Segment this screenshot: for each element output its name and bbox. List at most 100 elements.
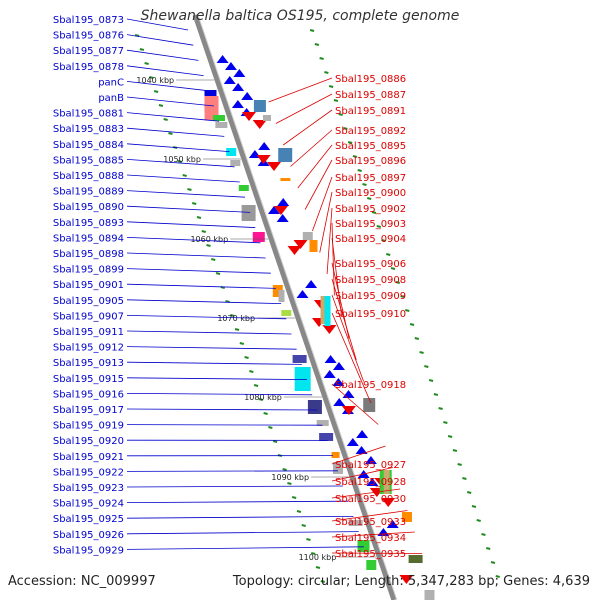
feature-block xyxy=(215,122,227,128)
left-gene-label: Sbal195_0920 xyxy=(53,436,124,447)
track-tick xyxy=(481,534,485,535)
feature-block xyxy=(363,398,375,412)
feature-block xyxy=(253,232,265,242)
left-gene-label: Sbal195_0877 xyxy=(53,46,124,57)
feature-block xyxy=(281,310,291,316)
gene-arrow xyxy=(297,290,309,298)
left-gene-label: Sbal195_0885 xyxy=(53,155,124,166)
left-gene-label: Sbal195_0924 xyxy=(53,499,124,510)
track-tick xyxy=(183,175,187,176)
feature-block xyxy=(409,555,423,563)
left-leader-line xyxy=(127,50,198,60)
gene-arrow xyxy=(324,370,336,378)
track-tick xyxy=(140,49,144,50)
track-tick xyxy=(439,408,443,409)
gene-arrow xyxy=(233,69,245,77)
left-leader-line xyxy=(127,362,302,364)
left-leader-line xyxy=(127,393,312,394)
right-gene-label: Sbal195_0891 xyxy=(335,106,406,117)
gene-arrow xyxy=(356,430,368,438)
gene-arrow xyxy=(333,362,345,370)
track-tick xyxy=(315,44,319,45)
right-gene-label: Sbal195_0910 xyxy=(335,309,406,320)
left-gene-label: Sbal195_0905 xyxy=(53,296,124,307)
track-tick xyxy=(264,413,268,414)
gene-arrow xyxy=(232,83,244,91)
right-gene-label: Sbal195_0902 xyxy=(335,204,406,215)
track-tick xyxy=(316,567,320,568)
feature-block xyxy=(230,160,240,166)
track-tick xyxy=(324,72,328,73)
track-tick xyxy=(434,394,438,395)
track-tick xyxy=(362,184,366,185)
gene-arrow xyxy=(241,92,253,100)
gene-arrow xyxy=(225,62,237,70)
track-tick xyxy=(197,217,201,218)
gene-arrow xyxy=(217,55,229,63)
feature-block xyxy=(226,148,236,156)
track-tick xyxy=(216,273,220,274)
scale-label: 1100 kbp xyxy=(299,553,337,562)
track-tick xyxy=(187,189,191,190)
right-gene-label: Sbal195_0892 xyxy=(335,126,406,137)
track-tick xyxy=(249,371,253,372)
right-gene-label: Sbal195_0930 xyxy=(335,494,406,505)
left-leader-line xyxy=(127,331,291,334)
track-tick xyxy=(211,259,215,260)
feature-block xyxy=(278,148,292,162)
right-gene-label: Sbal195_0904 xyxy=(335,234,406,245)
scale-label: 1040 kbp xyxy=(136,76,174,85)
track-tick xyxy=(302,525,306,526)
track-tick xyxy=(164,119,168,120)
left-gene-label: Sbal195_0876 xyxy=(53,31,124,42)
right-gene-label: Sbal195_0908 xyxy=(335,275,406,286)
track-tick xyxy=(462,478,466,479)
left-leader-line xyxy=(127,300,281,304)
left-gene-label: Sbal195_0881 xyxy=(53,109,124,120)
left-leader-line xyxy=(127,191,245,198)
right-leader-line xyxy=(305,160,332,210)
left-gene-label: Sbal195_0915 xyxy=(53,374,124,385)
track-tick xyxy=(268,427,272,428)
left-gene-label: Sbal195_0894 xyxy=(53,233,124,244)
left-leader-line xyxy=(127,128,224,136)
track-tick xyxy=(273,441,277,442)
left-leader-line xyxy=(127,144,229,152)
track-tick xyxy=(245,357,249,358)
track-tick xyxy=(235,329,239,330)
feature-block xyxy=(293,355,307,363)
right-leader-line xyxy=(269,78,332,102)
right-leader-line xyxy=(332,553,422,554)
right-gene-label: Sbal195_0906 xyxy=(335,259,406,270)
track-tick xyxy=(486,548,490,549)
track-tick xyxy=(254,385,258,386)
feature-block xyxy=(295,367,311,391)
left-gene-label: Sbal195_0917 xyxy=(53,405,124,416)
gene-arrow xyxy=(267,162,281,171)
right-gene-label: Sbal195_0918 xyxy=(335,380,406,391)
right-leader-line xyxy=(312,177,332,231)
left-gene-label: Sbal195_0899 xyxy=(53,265,124,276)
track-tick xyxy=(240,343,244,344)
left-gene-label: Sbal195_0921 xyxy=(53,452,124,463)
right-gene-label: Sbal195_0928 xyxy=(335,477,406,488)
gene-arrow xyxy=(325,355,337,363)
track-tick xyxy=(287,483,291,484)
left-leader-line xyxy=(127,501,348,502)
track-tick xyxy=(458,464,462,465)
right-gene-label: Sbal195_0886 xyxy=(335,74,406,85)
right-label-group: Sbal195_0886Sbal195_0887Sbal195_0891Sbal… xyxy=(269,74,423,560)
left-gene-label: Sbal195_0919 xyxy=(53,421,124,432)
track-tick xyxy=(415,338,419,339)
track-tick xyxy=(283,469,287,470)
right-gene-label: Sbal195_0903 xyxy=(335,219,406,230)
right-gene-label: Sbal195_0933 xyxy=(335,517,406,528)
right-leader-line xyxy=(283,110,332,145)
left-gene-label: Sbal195_0925 xyxy=(53,514,124,525)
genome-backbone xyxy=(195,15,397,600)
left-gene-label: panB xyxy=(98,93,124,104)
feature-block xyxy=(279,290,285,302)
feature-block xyxy=(239,185,249,191)
right-leader-line xyxy=(276,94,332,124)
feature-block xyxy=(325,296,331,326)
